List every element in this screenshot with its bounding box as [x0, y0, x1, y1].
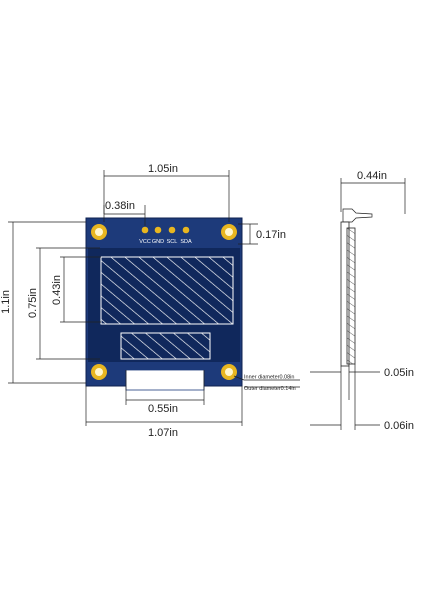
pin-pad-vcc	[141, 226, 149, 234]
note-inner-diameter: Inner diameter0.08in	[244, 375, 294, 381]
pin-pad-scl	[168, 226, 176, 234]
dimension-board-height: 1.1in	[0, 221, 86, 384]
dimension-pin-offset: 0.38in	[103, 200, 146, 226]
label-hole-offset: 0.17in	[256, 229, 286, 241]
dimension-board-width-top: 1.05in	[103, 163, 230, 222]
mounting-hole-top-right	[221, 224, 237, 240]
header-pins: VCC GND SCL SDA	[139, 226, 192, 245]
pin-pad-gnd	[154, 226, 162, 234]
mounting-hole-top-left	[91, 224, 107, 240]
pin-label-sda: SDA	[180, 239, 192, 245]
label-side-thickness-2: 0.06in	[384, 420, 414, 432]
dimension-hole-offset: 0.17in	[238, 223, 286, 245]
side-view	[340, 208, 373, 367]
dimension-active-height: 0.43in	[51, 256, 101, 323]
label-board-width-bottom: 1.07in	[148, 427, 178, 439]
dimension-display-height: 0.75in	[27, 247, 100, 360]
label-cutout-width: 0.55in	[148, 403, 178, 415]
note-outer-diameter: Outer diameter0.14in	[244, 386, 296, 392]
label-board-height: 1.1in	[0, 290, 12, 314]
pin-label-scl: SCL	[167, 239, 178, 245]
label-display-height: 0.75in	[27, 288, 39, 318]
hole-diameter-callout: Inner diameter0.08in Outer diameter0.14i…	[233, 375, 300, 392]
dimension-cutout-width: 0.55in	[126, 399, 204, 415]
pin-label-vcc: VCC	[139, 239, 151, 245]
mounting-hole-bottom-right	[221, 364, 237, 380]
dimension-side-width: 0.44in	[340, 170, 406, 214]
side-display-glass	[346, 227, 356, 365]
active-display-area	[100, 256, 234, 325]
side-pin-header	[342, 208, 373, 223]
label-side-width: 0.44in	[357, 170, 387, 182]
mounting-hole-bottom-left	[91, 364, 107, 380]
display-panel	[88, 248, 240, 362]
label-active-height: 0.43in	[51, 275, 63, 305]
label-side-thickness-1: 0.05in	[384, 367, 414, 379]
pin-label-gnd: GND	[152, 239, 164, 245]
dimension-board-width-bottom: 1.07in	[85, 386, 243, 439]
dimension-side-thickness-2: 0.06in	[310, 364, 414, 432]
dimension-side-thickness-1: 0.05in	[310, 366, 414, 400]
label-pin-offset: 0.38in	[105, 200, 135, 212]
label-board-width-top: 1.05in	[148, 163, 178, 175]
pin-pad-sda	[182, 226, 190, 234]
bottom-cutout	[125, 369, 205, 391]
flex-connector-area	[120, 332, 211, 360]
